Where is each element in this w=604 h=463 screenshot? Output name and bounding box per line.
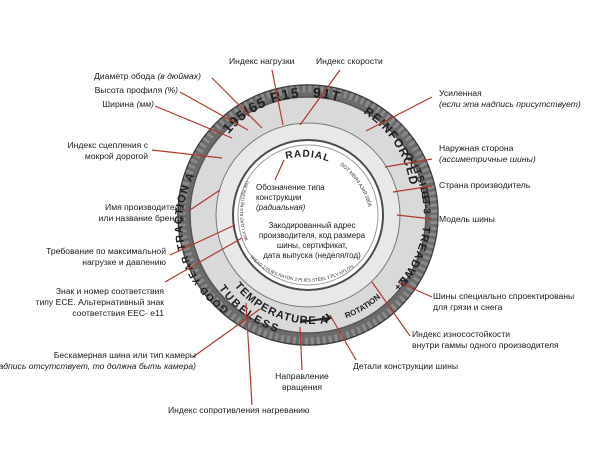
leader-mud-snow	[397, 281, 433, 298]
leader-grip	[151, 149, 223, 159]
leader-rotation	[299, 326, 303, 371]
leader-ece	[164, 237, 243, 283]
leader-outer-side	[384, 158, 433, 168]
label-profile-height: Высота профиля (%)	[94, 85, 178, 95]
label-construction-details: Детали конструкции шины	[353, 361, 459, 371]
label-speed-index: Индекс скорости	[316, 56, 383, 66]
leader-construction-details	[329, 314, 357, 361]
tire-service-text: 91T	[312, 84, 342, 105]
label-width: Ширина (мм)	[102, 99, 154, 109]
leader-tubeless	[192, 308, 261, 358]
label-tire-model: Модель шины	[439, 214, 495, 224]
svg-text:GT-3: GT-3	[418, 190, 432, 214]
leader-reinforced	[365, 96, 433, 132]
label-load-index: Индекс нагрузки	[229, 56, 295, 66]
leader-load-index	[271, 69, 284, 126]
leader-wear	[371, 281, 411, 337]
rotation-arrow-icon	[299, 313, 333, 323]
label-rim-diameter: Диаметр обода (в дюймах)	[94, 71, 201, 81]
leader-rim-diameter	[211, 77, 263, 129]
label-outer-side: Наружная сторона(ассиметричные шины)	[439, 143, 536, 164]
label-reinforced: Усиленная(если эта надпись присутствует)	[439, 88, 581, 109]
leader-construction	[274, 159, 285, 181]
leader-country	[392, 185, 433, 193]
leader-maxload	[169, 224, 236, 256]
label-heat-resistance: Индекс сопротивления нагреванию	[168, 405, 310, 415]
leader-manufacturer	[189, 189, 221, 211]
leader-heat	[245, 302, 253, 406]
rim-hole	[237, 144, 379, 286]
label-country: Страна производитель	[439, 180, 531, 190]
leader-lines	[151, 69, 433, 406]
leader-speed-index	[299, 69, 341, 126]
leader-width	[154, 105, 233, 139]
tire-tread-ring	[178, 85, 438, 345]
model-text: GT-3	[418, 190, 432, 214]
leader-model	[396, 214, 433, 220]
label-tubeless: Бескамерная шина или тип камеры(если над…	[0, 350, 196, 371]
leader-profile	[179, 91, 249, 131]
